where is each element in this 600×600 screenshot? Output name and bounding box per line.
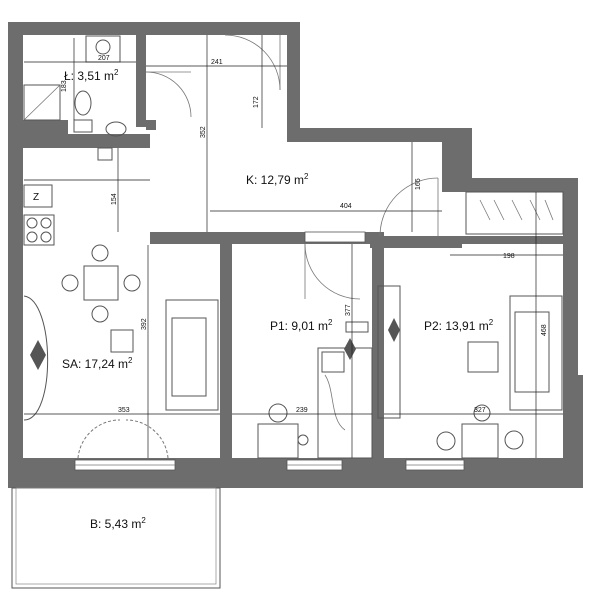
balcony bbox=[11, 487, 221, 589]
dim-hall-depth: 172 bbox=[253, 96, 260, 108]
dim-living-b: 392 bbox=[141, 318, 148, 330]
room-label-room1: P1: 9,01 m2 bbox=[270, 318, 333, 333]
dim-living-width: 353 bbox=[118, 407, 130, 414]
kitchen: Z bbox=[23, 147, 150, 421]
room-label-balcony: B: 5,43 m2 bbox=[90, 516, 146, 531]
dim-hall-width: 241 bbox=[211, 59, 223, 66]
room-label-corridor: K: 12,79 m2 bbox=[246, 172, 309, 187]
dim-bath-width: 207 bbox=[98, 55, 110, 62]
room-label-bathroom: Ł: 3,51 m2 bbox=[64, 68, 119, 83]
dim-living-a: 154 bbox=[111, 193, 118, 205]
dim-corridor-depth: 165 bbox=[415, 178, 422, 190]
dim-bath-depth: 183 bbox=[61, 80, 68, 92]
dim-room2-top: 198 bbox=[503, 253, 515, 260]
living-furniture bbox=[30, 299, 219, 411]
dim-corridor-width: 404 bbox=[340, 203, 352, 210]
dim-room1-depth: 377 bbox=[345, 304, 352, 316]
room-label-living: SA: 17,24 m2 bbox=[62, 356, 133, 371]
windows bbox=[74, 231, 465, 471]
dimension-lines bbox=[24, 35, 563, 458]
room-labels: Ł: 3,51 m2 K: 12,79 m2 SA: 17,24 m2 P1: … bbox=[62, 68, 494, 531]
dim-room2-depth: 468 bbox=[541, 324, 548, 336]
stove-label: Z bbox=[33, 192, 39, 203]
bathroom-fixtures bbox=[23, 35, 192, 137]
dim-room1-width: 239 bbox=[296, 407, 308, 414]
dimension-labels: 207 183 241 172 352 404 165 154 392 353 … bbox=[61, 55, 548, 414]
dim-room2-width: 327 bbox=[474, 407, 486, 414]
dining-table bbox=[61, 244, 141, 323]
walls bbox=[8, 22, 583, 488]
room1-furniture bbox=[257, 321, 373, 459]
dim-corridor-height: 352 bbox=[200, 126, 207, 138]
room-label-room2: P2: 13,91 m2 bbox=[424, 318, 494, 333]
doors bbox=[77, 34, 439, 459]
